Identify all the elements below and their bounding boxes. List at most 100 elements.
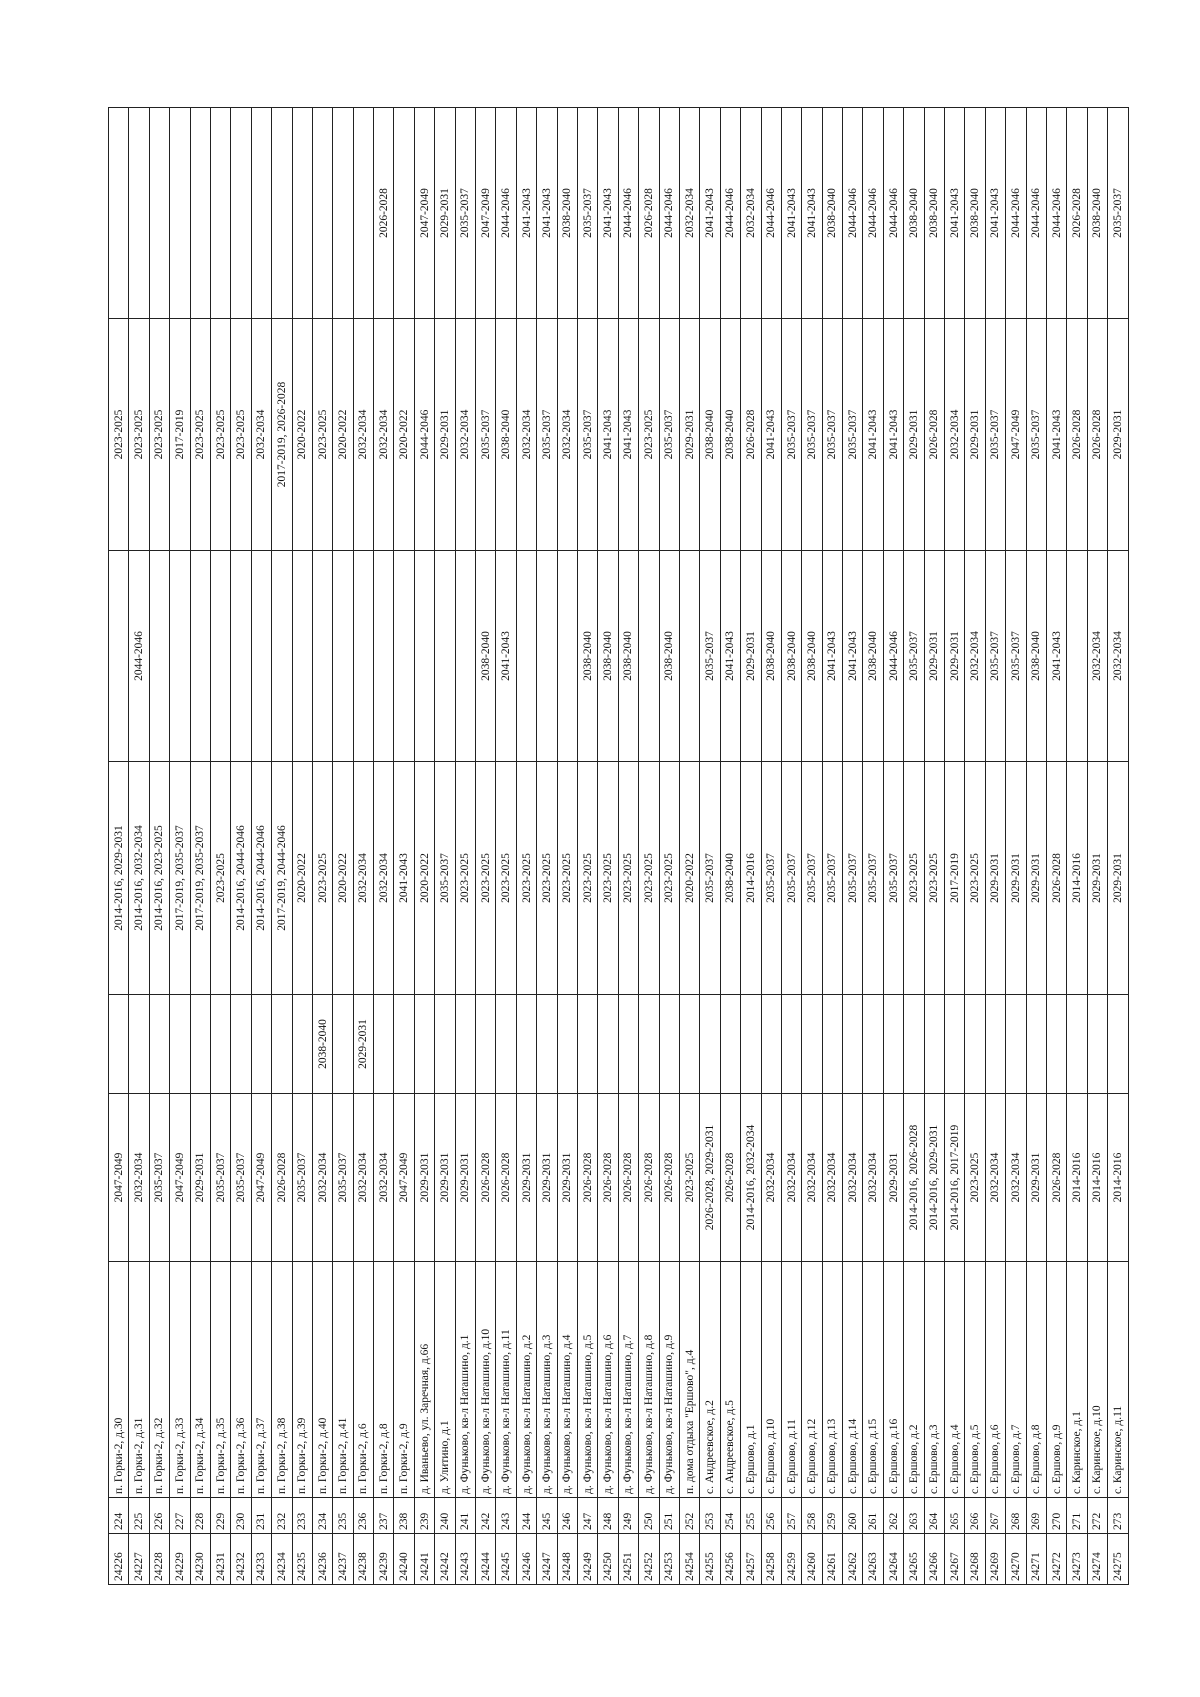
period-col4-cell: [210, 550, 231, 762]
row-number-cell: 242: [475, 1497, 496, 1534]
record-id-cell: 24275: [1107, 1533, 1129, 1585]
period-col3-cell: 2020-2022: [332, 761, 354, 995]
period-col5-cell: 2041-2043: [862, 318, 884, 551]
period-col2-cell: [495, 994, 517, 1094]
period-col4-cell: 2035-2037: [985, 550, 1006, 762]
record-id-cell: 24238: [353, 1533, 374, 1585]
period-col4-cell: 2038-2040: [659, 550, 680, 762]
period-col4-cell: 2032-2034: [1107, 550, 1129, 762]
record-id-cell: 24251: [618, 1533, 639, 1585]
period-col3-cell: 2017-2019, 2035-2037: [169, 761, 191, 995]
row-number-cell: 248: [597, 1497, 619, 1534]
period-col3-cell: 2023-2025: [638, 761, 660, 995]
period-col6-cell: 2044-2046: [495, 107, 517, 319]
period-col5-cell: 2023-2025: [190, 318, 211, 551]
period-col4-cell: 2038-2040: [1026, 550, 1047, 762]
period-col6-cell: 2026-2028: [373, 107, 394, 319]
address-cell: д. Фуньково, кв-л Наташино, д.6: [597, 1261, 619, 1498]
period-col2-cell: [210, 994, 231, 1094]
address-cell: п. Горки-2, д.36: [230, 1261, 252, 1498]
period-col1-cell: 2047-2049: [393, 1093, 415, 1262]
period-col1-cell: 2026-2028: [720, 1093, 741, 1262]
period-col4-cell: 2038-2040: [577, 550, 598, 762]
period-col5-cell: 2017-2019: [169, 318, 191, 551]
row-number-cell: 250: [638, 1497, 660, 1534]
period-col2-cell: 2029-2031: [353, 994, 374, 1094]
record-id-cell: 24242: [434, 1533, 456, 1585]
record-id-cell: 24263: [862, 1533, 884, 1585]
period-col5-cell: 2041-2043: [618, 318, 639, 551]
record-id-cell: 24243: [455, 1533, 476, 1585]
period-col1-cell: 2032-2034: [1005, 1093, 1027, 1262]
period-col1-cell: 2026-2028: [659, 1093, 680, 1262]
period-col6-cell: [230, 107, 252, 319]
row-number-cell: 231: [251, 1497, 272, 1534]
period-col3-cell: 2023-2025: [536, 761, 558, 995]
row-number-cell: 262: [883, 1497, 904, 1534]
period-col5-cell: 2026-2028: [924, 318, 945, 551]
address-cell: с. Ершово, д.15: [862, 1261, 884, 1498]
period-col5-cell: 2035-2037: [577, 318, 598, 551]
period-col6-cell: 2044-2046: [1026, 107, 1047, 319]
period-col6-cell: 2038-2040: [1087, 107, 1108, 319]
row-number-cell: 235: [332, 1497, 354, 1534]
address-cell: д. Фуньково, кв-л Наташино, д.9: [659, 1261, 680, 1498]
address-cell: п. Горки-2, д.30: [108, 1261, 129, 1498]
period-col1-cell: 2035-2037: [230, 1093, 252, 1262]
period-col6-cell: 2041-2043: [516, 107, 537, 319]
period-col4-cell: 2038-2040: [801, 550, 823, 762]
record-id-cell: 24231: [210, 1533, 231, 1585]
period-col2-cell: [924, 994, 945, 1094]
period-col5-cell: 2029-2031: [903, 318, 925, 551]
period-col2-cell: [740, 994, 761, 1094]
address-cell: д. Фуньково, кв-л Наташино, д.8: [638, 1261, 660, 1498]
row-number-cell: 233: [292, 1497, 313, 1534]
period-col3-cell: 2035-2037: [842, 761, 863, 995]
period-col1-cell: 2026-2028: [618, 1093, 639, 1262]
period-col6-cell: 2044-2046: [1046, 107, 1067, 319]
period-col4-cell: 2041-2043: [842, 550, 863, 762]
address-cell: д. Фуньково, кв-л Наташино, д.2: [516, 1261, 537, 1498]
period-col6-cell: 2038-2040: [557, 107, 578, 319]
period-col1-cell: 2029-2031: [190, 1093, 211, 1262]
record-id-cell: 24235: [292, 1533, 313, 1585]
period-col5-cell: 2023-2025: [638, 318, 660, 551]
period-col5-cell: 2032-2034: [516, 318, 537, 551]
period-col4-cell: [292, 550, 313, 762]
period-col4-cell: [455, 550, 476, 762]
period-col3-cell: 2017-2019, 2035-2037: [190, 761, 211, 995]
period-col4-cell: [353, 550, 374, 762]
address-cell: д. Улитино, д.1: [434, 1261, 456, 1498]
period-col6-cell: 2041-2043: [801, 107, 823, 319]
address-cell: с. Ершово, д.16: [883, 1261, 904, 1498]
period-col2-cell: [1066, 994, 1088, 1094]
period-col6-cell: 2044-2046: [659, 107, 680, 319]
period-col4-cell: 2038-2040: [475, 550, 496, 762]
row-number-cell: 240: [434, 1497, 456, 1534]
period-col4-cell: 2044-2046: [883, 550, 904, 762]
period-col3-cell: 2017-2019, 2044-2046: [271, 761, 293, 995]
period-col2-cell: [516, 994, 537, 1094]
period-col5-cell: 2032-2034: [944, 318, 965, 551]
period-col6-cell: 2047-2049: [475, 107, 496, 319]
record-id-cell: 24260: [801, 1533, 823, 1585]
period-col2-cell: [251, 994, 272, 1094]
period-col3-cell: 2035-2037: [883, 761, 904, 995]
period-col2-cell: [883, 994, 904, 1094]
period-col2-cell: [577, 994, 598, 1094]
period-col3-cell: 2023-2025: [495, 761, 517, 995]
period-col5-cell: 2032-2034: [455, 318, 476, 551]
row-number-cell: 247: [577, 1497, 598, 1534]
period-col5-cell: 2035-2037: [659, 318, 680, 551]
record-id-cell: 24240: [393, 1533, 415, 1585]
